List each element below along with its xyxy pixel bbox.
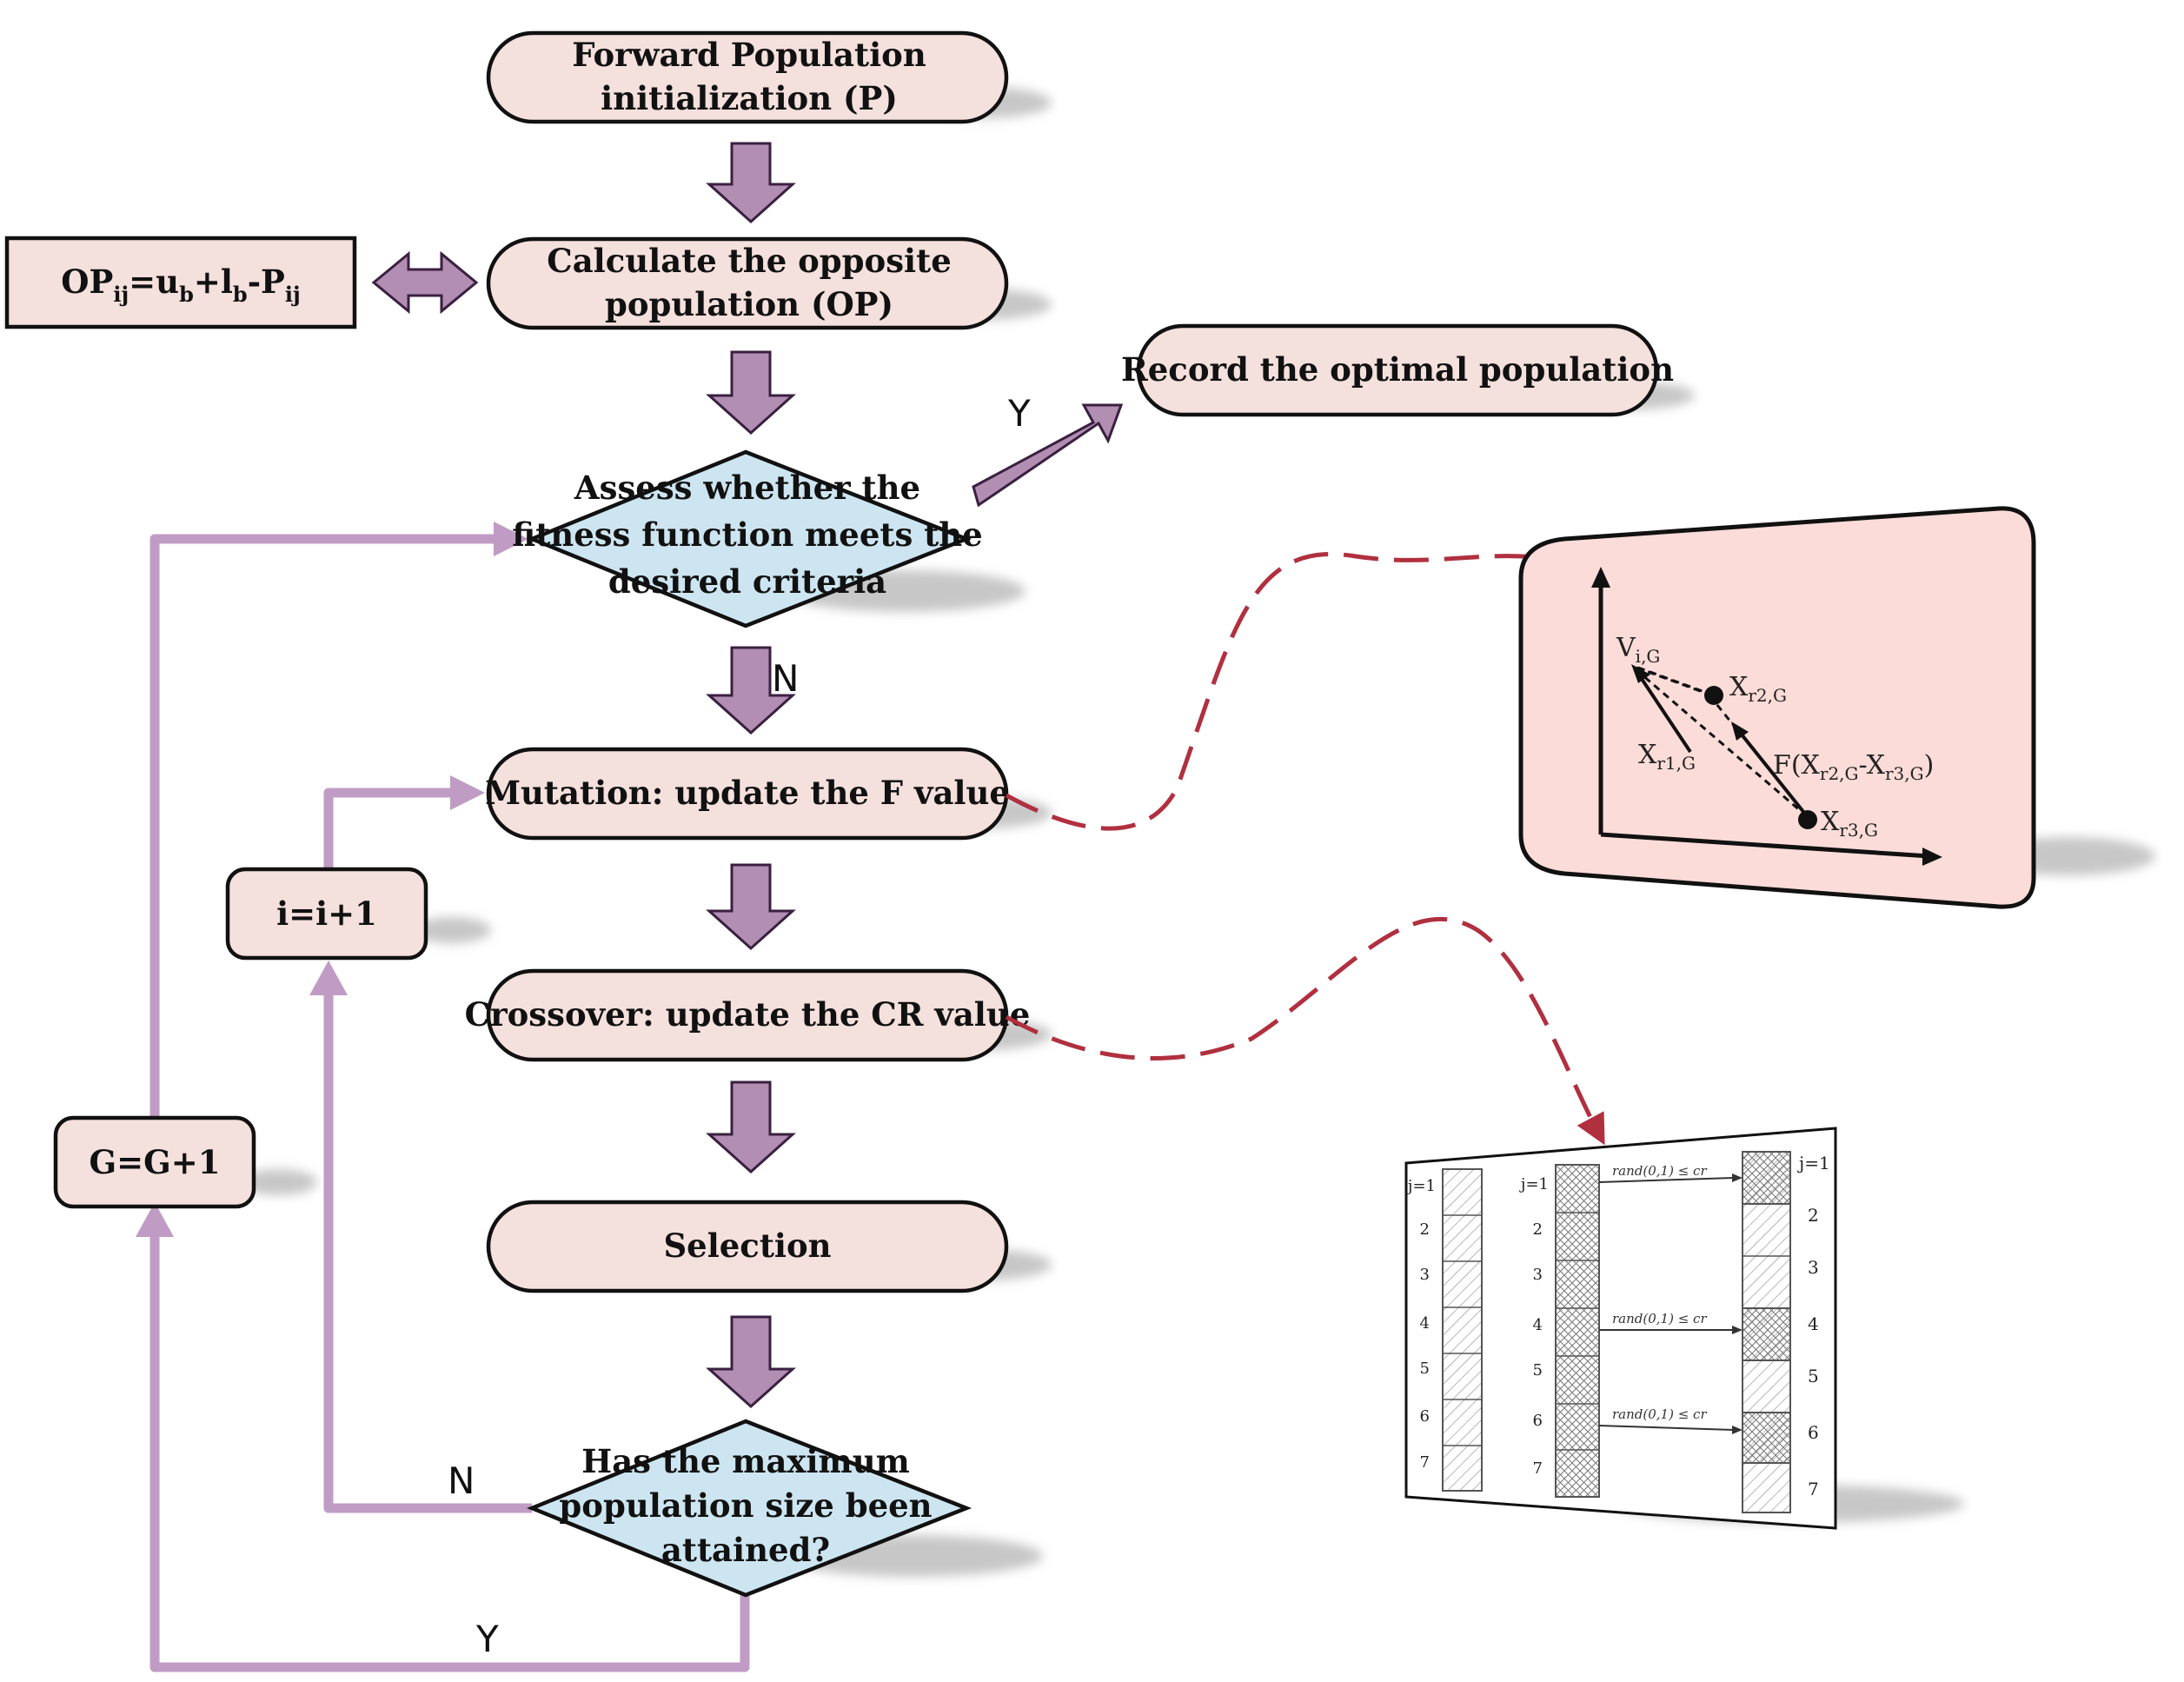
col1-row: 3 xyxy=(1420,1266,1430,1284)
inc-g-label: G=G+1 xyxy=(90,1143,221,1181)
arrow-assess-to-mutation xyxy=(706,646,796,735)
calc-opposite-line2: population (OP) xyxy=(605,285,893,323)
node-calc-opposite xyxy=(486,236,1009,330)
label-xr3: Xr3,G xyxy=(1821,807,1878,841)
loop-lines xyxy=(149,534,750,1672)
node-inc-g xyxy=(53,1115,256,1209)
assess-line3: desired criteria xyxy=(608,562,886,601)
label-f-diff: F(Xr2,G-Xr3,G) xyxy=(1773,750,1934,784)
max-pop-line1: Has the maximum xyxy=(581,1442,910,1480)
arrow-selection-to-maxpop xyxy=(706,1315,796,1409)
node-mutation xyxy=(486,747,1009,841)
rand-label-3: rand(0,1) ≤ cr xyxy=(1612,1406,1707,1422)
arrow-mutation-to-crossover xyxy=(706,863,796,951)
arrow-assess-to-record xyxy=(972,403,1124,508)
col3-row: 6 xyxy=(1808,1422,1819,1443)
loop-arrowheads xyxy=(136,522,528,1237)
label-assess-yes: Y xyxy=(1007,392,1031,435)
node-crossover xyxy=(486,968,1009,1062)
label-maxpop-yes: Y xyxy=(475,1618,499,1660)
col2-row: 6 xyxy=(1533,1412,1543,1430)
col3-row: 4 xyxy=(1808,1313,1819,1334)
label-xr1: Xr1,G xyxy=(1638,740,1696,774)
dashed-connectors xyxy=(1005,544,1605,1146)
label-assess-no: N xyxy=(772,657,799,700)
rand-label-1: rand(0,1) ≤ cr xyxy=(1612,1163,1707,1179)
col3-row: 3 xyxy=(1808,1257,1819,1278)
arrow-opposite-to-assess xyxy=(706,350,796,435)
arrow-init-to-opposite xyxy=(706,142,796,224)
col3-row: j=1 xyxy=(1797,1153,1830,1173)
arrow-crossover-to-selection xyxy=(706,1080,796,1174)
forward-init-line1: Forward Population xyxy=(572,36,926,74)
col2-row: 4 xyxy=(1533,1316,1543,1334)
calc-opposite-line1: Calculate the opposite xyxy=(547,242,951,280)
crossover-panel: rand(0,1) ≤ cr rand(0,1) ≤ cr rand(0,1) … xyxy=(1404,1127,1837,1530)
col1-row: 7 xyxy=(1420,1453,1430,1472)
col2-row: j=1 xyxy=(1519,1175,1549,1193)
col1-row: 2 xyxy=(1420,1220,1430,1239)
node-inc-i xyxy=(225,867,428,961)
col2-row: 3 xyxy=(1533,1266,1543,1284)
crossover-label: Crossover: update the CR value xyxy=(465,995,1031,1034)
flow-arrows xyxy=(371,142,1124,1409)
col2-row: 2 xyxy=(1533,1220,1543,1239)
col2-row: 5 xyxy=(1533,1361,1543,1380)
assess-line1: Assess whether the xyxy=(574,469,920,507)
mutation-panel: Vi,G Xr2,G Xr1,G Xr3,G F(Xr2,G-Xr3,G) xyxy=(1518,506,2036,909)
col1-row: 5 xyxy=(1420,1360,1430,1378)
col3-row: 5 xyxy=(1808,1366,1819,1386)
col1-row: 6 xyxy=(1420,1407,1430,1426)
max-pop-line3: attained? xyxy=(661,1531,830,1569)
col3-row: 7 xyxy=(1808,1479,1819,1499)
col1-row: j=1 xyxy=(1406,1177,1436,1195)
inc-i-label: i=i+1 xyxy=(276,894,377,933)
decision-assess xyxy=(527,449,973,628)
col3-row: 2 xyxy=(1808,1205,1819,1226)
node-selection xyxy=(486,1200,1009,1293)
rand-label-2: rand(0,1) ≤ cr xyxy=(1612,1311,1707,1326)
node-record-optimal xyxy=(1136,323,1659,417)
col1-row: 4 xyxy=(1420,1314,1430,1333)
node-formula xyxy=(4,236,357,329)
arrow-formula-opposite-double xyxy=(371,250,479,315)
label-maxpop-no: N xyxy=(448,1459,475,1502)
max-pop-line2: population size been xyxy=(559,1486,932,1525)
col2-row: 7 xyxy=(1533,1459,1543,1478)
mutation-label: Mutation: update the F value xyxy=(485,774,1010,812)
formula-text: OPij=ub+lb-Pij xyxy=(61,263,300,307)
forward-init-line2: initialization (P) xyxy=(601,79,898,117)
record-optimal-label: Record the optimal population xyxy=(1121,350,1674,389)
node-forward-init xyxy=(486,30,1009,124)
selection-label: Selection xyxy=(663,1227,831,1265)
decision-max-pop xyxy=(527,1419,973,1598)
label-xr2: Xr2,G xyxy=(1729,672,1787,706)
assess-line2: fitness function meets the xyxy=(512,515,982,554)
label-v: Vi,G xyxy=(1616,633,1660,667)
